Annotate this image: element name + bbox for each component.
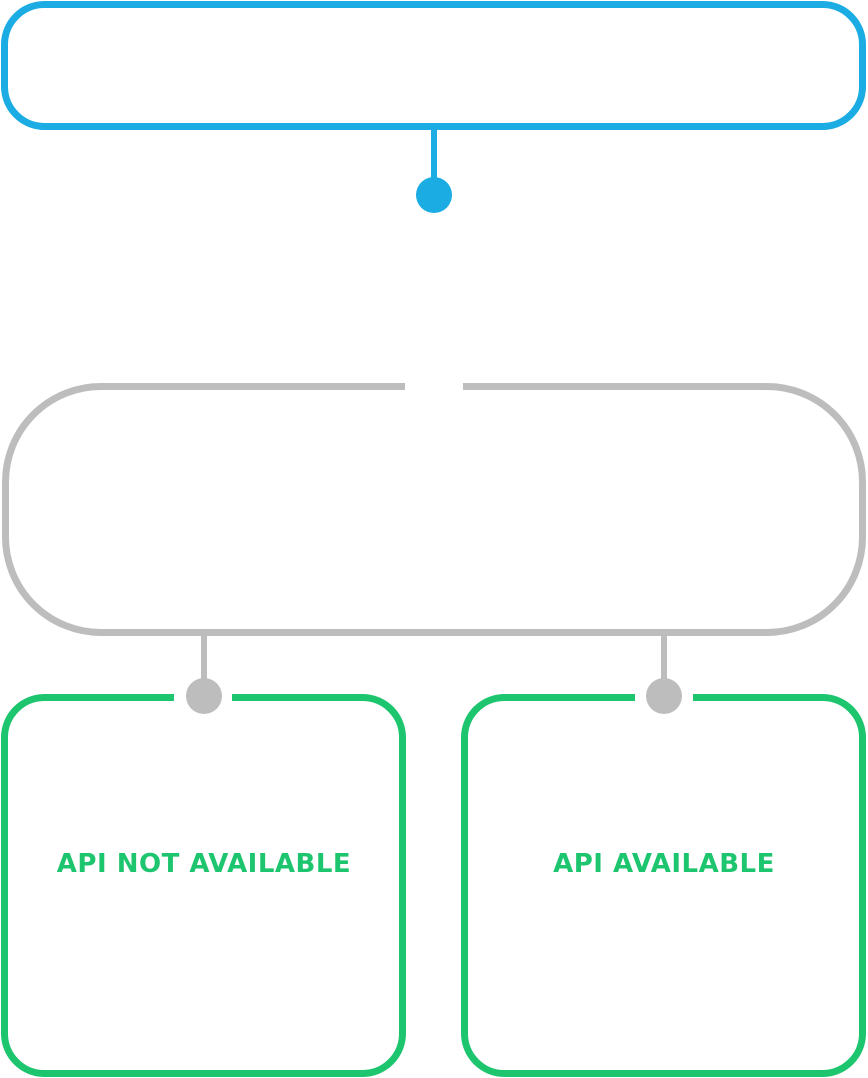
outcome-node-left: API NOT AVAILABLE <box>1 694 406 1077</box>
outcome-left-box <box>1 694 406 1077</box>
top-node <box>1 1 866 130</box>
outcome-right-label: API AVAILABLE <box>553 849 775 879</box>
right-connector <box>646 632 682 714</box>
left-connector <box>186 632 222 714</box>
outcome-node-right: API AVAILABLE <box>461 694 866 1077</box>
decision-node <box>2 383 866 636</box>
outcome-left-label: API NOT AVAILABLE <box>57 849 351 879</box>
right-connector-dot <box>646 678 682 714</box>
top-node-box <box>1 1 866 130</box>
outcome-right-box <box>461 694 866 1077</box>
top-connector <box>416 126 452 213</box>
top-connector-dot <box>416 177 452 213</box>
decision-node-box <box>2 383 866 636</box>
left-connector-dot <box>186 678 222 714</box>
